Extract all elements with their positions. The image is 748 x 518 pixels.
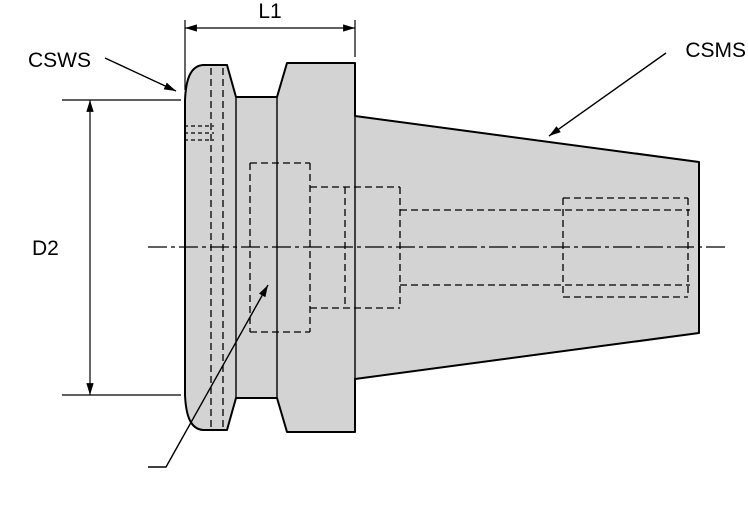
csws-callout-label: CSWS [28, 49, 91, 72]
flange-leader-line [148, 284, 269, 468]
csws-leader-line [104, 57, 177, 92]
d2-dimension-label: D2 [32, 237, 59, 260]
csms-callout-label: CSMS [685, 39, 746, 62]
l1-dimension-label: L1 [258, 0, 281, 23]
csms-leader-line [548, 52, 667, 137]
